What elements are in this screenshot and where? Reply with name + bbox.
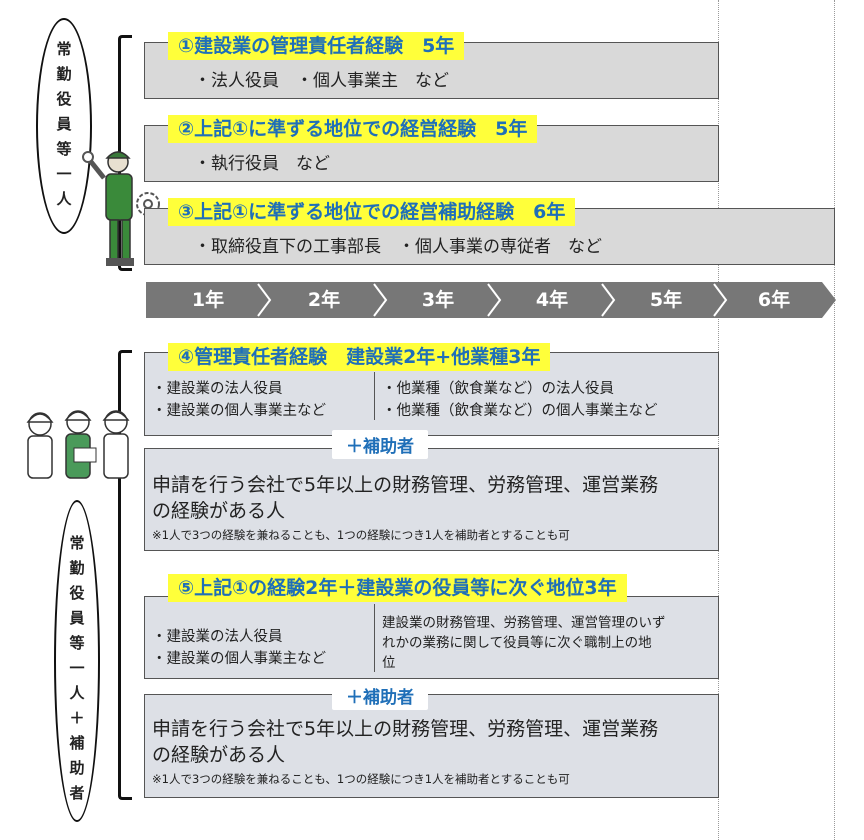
timeline-year-6: 6年 xyxy=(757,289,791,311)
timeline-year-2: 2年 xyxy=(307,289,341,311)
item5-right-3: 位 xyxy=(382,655,396,671)
item4-support-text-1: 申請を行う会社で5年以上の財務管理、労務管理、運営業務 xyxy=(152,474,659,496)
item5-right-2: れかの業務に関して役員等に次ぐ職制上の地 xyxy=(382,635,652,651)
timeline-year-1: 1年 xyxy=(191,289,225,311)
bubble-bottom: 常 勤 役 員 等 一 人 ＋ 補 助 者 xyxy=(54,500,100,822)
item5-divider xyxy=(374,604,375,672)
item2-title: ②上記①に準ずる地位での経営経験 5年 xyxy=(168,115,538,143)
item5-support-text-1: 申請を行う会社で5年以上の財務管理、労務管理、運営業務 xyxy=(152,718,659,740)
item4-support-box xyxy=(144,448,719,551)
item5-left-1: ・建設業の法人役員 xyxy=(152,629,283,645)
item5-support-text-2: の経験がある人 xyxy=(152,744,286,766)
item5-right-1: 建設業の財務管理、労務管理、運営管理のいず xyxy=(382,615,666,631)
item1-detail: ・法人役員 ・個人事業主 など xyxy=(194,71,449,91)
item5-title: ⑤上記①の経験2年＋建設業の役員等に次ぐ地位3年 xyxy=(168,574,627,602)
item4-right-2: ・他業種（飲食業など）の個人事業主など xyxy=(382,403,658,419)
timeline-year-4: 4年 xyxy=(535,289,569,311)
item2-detail: ・執行役員 など xyxy=(194,154,330,174)
item4-support-text-2: の経験がある人 xyxy=(152,500,286,522)
six-year-guide-line xyxy=(834,0,835,840)
bottom-bracket xyxy=(118,350,132,800)
item5-box xyxy=(144,596,719,679)
timeline-arrow xyxy=(146,282,836,318)
item5-support-note: ※1人で3つの経験を兼ねることも、1つの経験につき1人を補助者とすることも可 xyxy=(152,772,570,786)
item5-support-box xyxy=(144,694,719,798)
item5-support-label: ＋補助者 xyxy=(332,681,428,710)
item5-left-2: ・建設業の個人事業主など xyxy=(152,651,326,667)
item4-left-1: ・建設業の法人役員 xyxy=(152,381,283,397)
item4-left-2: ・建設業の個人事業主など xyxy=(152,403,326,419)
item4-support-note: ※1人で3つの経験を兼ねることも、1つの経験につき1人を補助者とすることも可 xyxy=(152,528,570,542)
item4-right-1: ・他業種（飲食業など）の法人役員 xyxy=(382,381,614,397)
bubble-top: 常 勤 役 員 等 一 人 xyxy=(36,18,92,234)
timeline-year-5: 5年 xyxy=(649,289,683,311)
item3-title: ③上記①に準ずる地位での経営補助経験 6年 xyxy=(168,198,576,226)
year-timeline: 1年 2年 3年 4年 5年 6年 xyxy=(146,282,836,318)
item1-title: ①建設業の管理責任者経験 5年 xyxy=(168,32,465,60)
item3-detail: ・取締役直下の工事部長 ・個人事業の専従者 など xyxy=(194,237,602,257)
timeline-year-3: 3年 xyxy=(421,289,455,311)
worker-with-gears-icon xyxy=(82,151,160,266)
item4-support-label: ＋補助者 xyxy=(332,430,428,459)
item4-divider xyxy=(374,372,375,420)
workers-group-icon xyxy=(26,410,130,479)
item4-title: ④管理責任者経験 建設業2年+他業種3年 xyxy=(168,343,551,371)
